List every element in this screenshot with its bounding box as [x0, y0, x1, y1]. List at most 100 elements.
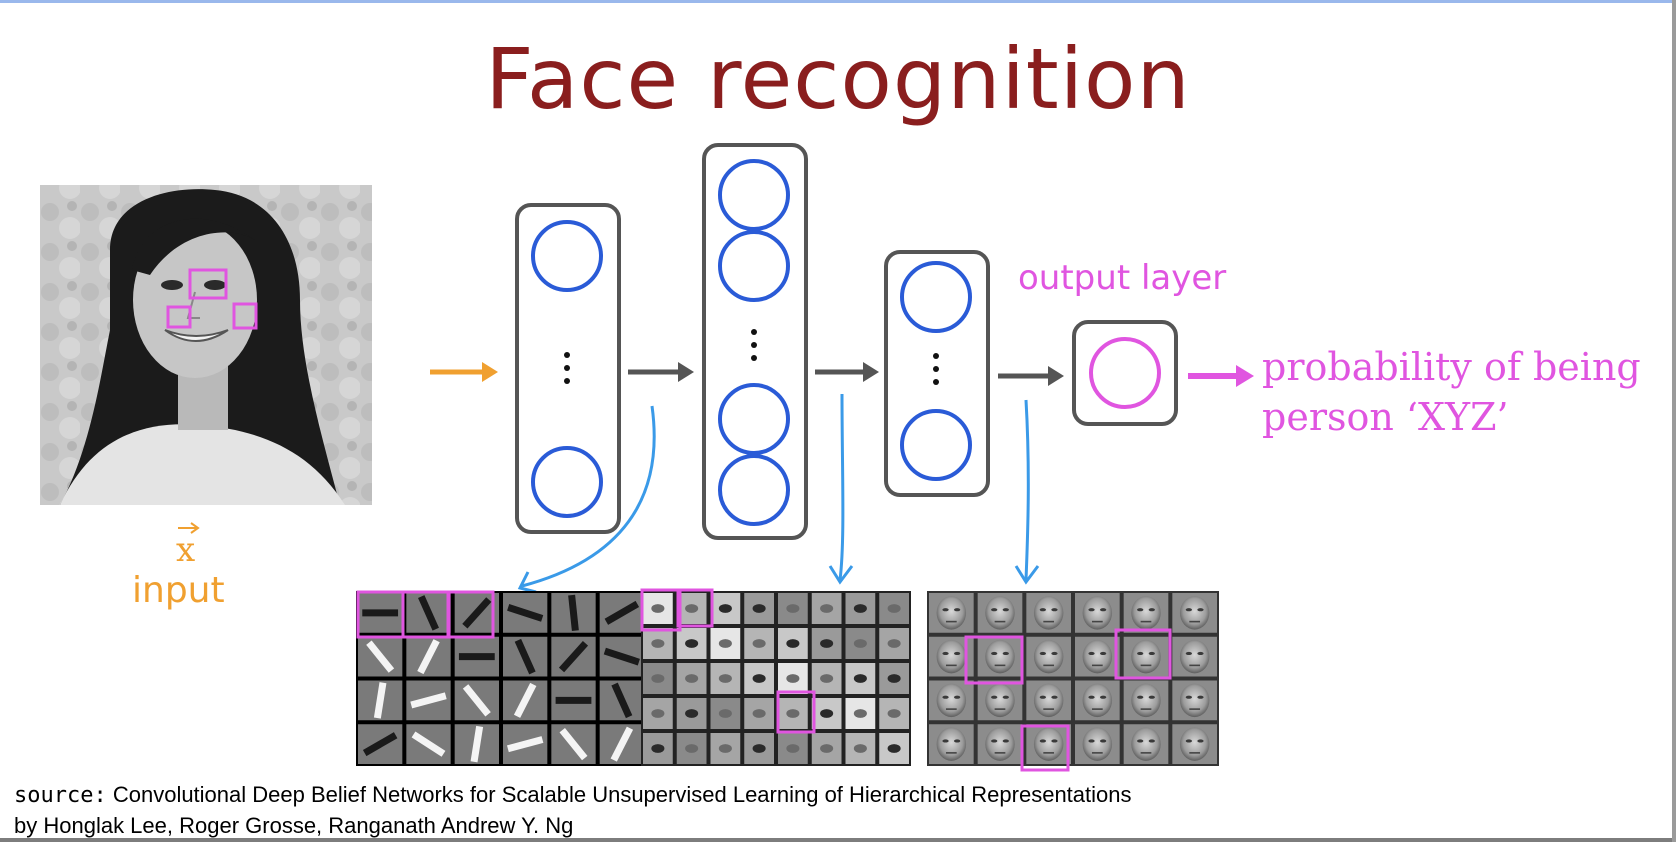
face-mouth: [1189, 664, 1201, 667]
face-eye: [1039, 608, 1046, 612]
face-eye: [1185, 608, 1192, 612]
part-shape: [853, 709, 867, 718]
part-shape: [752, 639, 766, 648]
face-eye: [1100, 608, 1107, 612]
part-shape: [651, 674, 665, 683]
face-eye: [1185, 739, 1192, 743]
feature-arrows: [517, 393, 1040, 594]
edge-stroke: [507, 604, 544, 622]
face-eye: [1148, 651, 1155, 656]
face-mouth: [1043, 708, 1055, 710]
hidden-layer-3: [884, 250, 990, 497]
part-shape: [786, 709, 800, 718]
face-eye: [1088, 608, 1095, 612]
face-eye: [1088, 739, 1095, 743]
neuron: [718, 383, 790, 455]
face-shape: [1131, 596, 1161, 630]
neuron: [531, 220, 603, 292]
face-eye: [991, 608, 998, 612]
edge-stroke: [462, 684, 491, 717]
face-part-features-panel: [641, 591, 911, 766]
edge-stroke: [559, 728, 588, 761]
face-eye: [991, 739, 998, 743]
face-mouth: [1091, 620, 1103, 623]
face-eye: [1137, 739, 1144, 743]
edge-stroke: [373, 682, 387, 719]
face-mouth: [1189, 708, 1201, 710]
part-shape: [718, 604, 732, 613]
face-mouth: [945, 620, 957, 623]
face-mouth: [994, 752, 1006, 754]
part-shape: [887, 709, 901, 718]
input-variable-x: x: [176, 530, 196, 570]
face-eye: [1002, 608, 1009, 612]
face-eye: [1002, 651, 1009, 656]
face-eye: [1148, 608, 1155, 612]
face-mouth: [1043, 752, 1055, 754]
face-shape: [1179, 727, 1210, 761]
face-shape: [985, 727, 1015, 761]
part-shape: [820, 639, 834, 648]
face-eye: [1137, 695, 1144, 699]
face-mouth: [1043, 620, 1055, 623]
face-shape: [936, 639, 967, 674]
eye-highlight-box: [188, 268, 228, 300]
part-shape: [752, 604, 766, 613]
edge-stroke: [410, 692, 447, 709]
source-line2: by Honglak Lee, Roger Grosse, Ranganath …: [14, 813, 574, 838]
face-eye: [954, 651, 961, 656]
neuron: [718, 454, 790, 526]
ellipsis-icon: [933, 353, 939, 385]
part-shape: [685, 604, 699, 613]
part-shape: [718, 709, 732, 718]
edge-stroke: [558, 640, 589, 673]
face-eye: [1051, 608, 1058, 612]
face-eye: [1051, 739, 1058, 743]
edge-stroke: [362, 732, 398, 757]
face-shape: [936, 596, 967, 630]
face-eye: [1100, 651, 1107, 656]
output-arrow: [1188, 365, 1254, 387]
neuron: [531, 446, 603, 518]
face-features-panel: [927, 591, 1219, 766]
ellipsis-icon: [564, 352, 570, 384]
face-mouth: [1140, 708, 1152, 710]
face-eye: [954, 739, 961, 743]
layer-arrow-3: [998, 366, 1064, 386]
edge-stroke: [366, 640, 395, 673]
face-shape: [1033, 596, 1064, 630]
edge-stroke: [470, 725, 484, 763]
output-layer: [1072, 320, 1178, 426]
part-shape: [651, 604, 665, 613]
part-shape: [820, 604, 834, 613]
edge-stroke: [604, 600, 640, 625]
face-shape: [985, 596, 1015, 630]
feature-arrow-3: [1024, 399, 1030, 581]
input-label: input: [132, 570, 225, 611]
part-shape: [786, 744, 800, 753]
layer-arrow-1: [628, 362, 694, 382]
face-eye: [1088, 651, 1095, 656]
cheek-highlight-box: [232, 302, 258, 330]
part-shape: [685, 674, 699, 683]
face-mouth: [945, 664, 957, 667]
part-shape: [820, 674, 834, 683]
part-shape: [651, 639, 665, 648]
face-eye: [1197, 651, 1204, 656]
face-shape: [1033, 683, 1064, 718]
face-mouth: [1091, 664, 1103, 667]
face-eye: [991, 651, 998, 656]
face-mouth: [1189, 752, 1201, 754]
face-mouth: [1140, 620, 1152, 623]
face-shape: [1033, 727, 1064, 761]
bottom-border: [0, 838, 1676, 842]
part-shape: [887, 674, 901, 683]
face-shape: [1082, 596, 1113, 630]
face-eye: [1197, 695, 1204, 699]
ellipsis-icon: [751, 329, 757, 361]
output-description-line2: person ‘XYZ’: [1262, 395, 1509, 439]
source-prefix: source:: [14, 783, 107, 808]
part-shape: [786, 674, 800, 683]
part-shape: [752, 709, 766, 718]
face-mouth: [1043, 664, 1055, 667]
